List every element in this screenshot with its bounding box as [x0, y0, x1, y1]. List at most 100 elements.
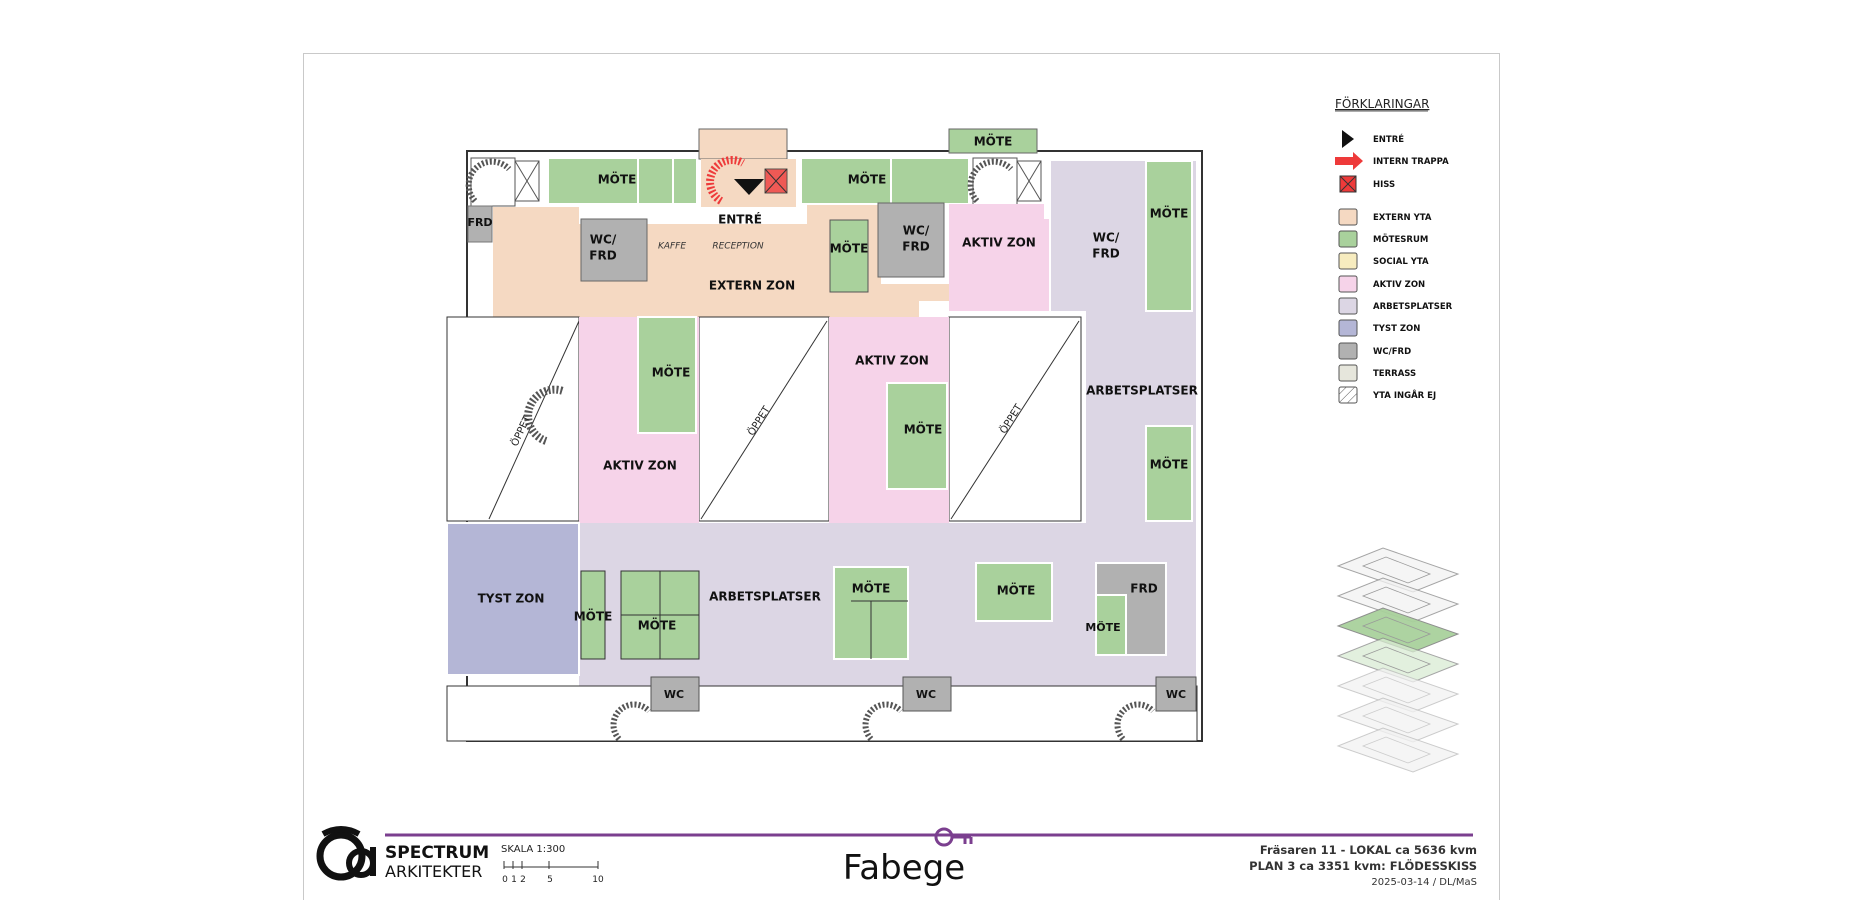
room-label-reception: RECEPTION: [712, 242, 764, 252]
room-label-wc: WC: [1166, 688, 1186, 701]
legend-item-mote: MÖTESRUM: [1338, 230, 1428, 248]
legend-swatch-aktiv: [1338, 275, 1358, 293]
spectrum-logo: [316, 826, 376, 881]
room-label-arbetsplatser: ARBETSPLATSER: [709, 590, 821, 604]
meeting-room: [637, 157, 674, 205]
meeting-room: [1145, 160, 1193, 312]
room-label-mote: MÖTE: [974, 134, 1013, 149]
floor-layer-outline: [1361, 616, 1432, 644]
legend-item-tyst: TYST ZON: [1338, 319, 1420, 337]
legend-item-wcfrd: WC/FRD: [1338, 342, 1411, 360]
legend-swatch-extern: [1338, 208, 1358, 226]
brand-subtitle: ARKITEKTER: [385, 862, 482, 881]
meeting-room: [580, 570, 606, 660]
room-label-wc: WC: [916, 688, 936, 701]
room-label-mote: MÖTE: [652, 365, 691, 380]
scale-tick-label: 10: [592, 875, 604, 885]
room-label-mote: MÖTE: [904, 422, 943, 437]
meeting-room: [672, 157, 698, 205]
meeting-room: [637, 316, 697, 434]
room-label-frd: FRD: [589, 249, 616, 263]
legend-item-extern: EXTERN YTA: [1338, 208, 1432, 226]
tyst-zone-area: [446, 522, 580, 676]
room-label-mote: MÖTE: [638, 618, 677, 633]
room-label-mote: MÖTE: [1150, 206, 1189, 221]
entrance-arrow-icon: [734, 179, 764, 195]
key-icon: [934, 827, 973, 847]
floor-layer-outline: [1361, 586, 1432, 614]
floor-plan-drawing: MÖTE MÖTE MÖTE MÖTE MÖTE MÖTE MÖTE MÖTE …: [316, 95, 1477, 888]
scale-tick-label: 1: [511, 875, 517, 885]
room-label-frd: FRD: [1130, 582, 1157, 596]
room-label-frd: FRD: [902, 240, 929, 254]
room-label-mote: MÖTE: [1150, 457, 1189, 472]
project-plan: PLAN 3 ca 3351 kvm: FLÖDESSKISS: [1249, 858, 1477, 873]
room-label-tyst-zon: TYST ZON: [478, 592, 545, 606]
legend-item-aktiv: AKTIV ZON: [1338, 275, 1425, 293]
internal-stair: [706, 156, 745, 205]
legend-swatch-tyst: [1338, 319, 1358, 337]
legend-label: ARBETSPLATSER: [1373, 302, 1453, 312]
floor-layer-outline: [1361, 646, 1432, 674]
meeting-room: [829, 219, 869, 293]
room-label-frd: FRD: [1092, 247, 1119, 261]
void-area: [446, 316, 580, 522]
room-labels: MÖTE MÖTE MÖTE MÖTE MÖTE MÖTE MÖTE MÖTE …: [467, 134, 1197, 702]
floor-layer-outline: [1361, 676, 1432, 704]
entrance-arrow-icon: [1342, 130, 1354, 148]
room-label-mote: MÖTE: [852, 581, 891, 596]
title-block: SPECTRUM ARKITEKTER SKALA 1:300 0 1 2 5 …: [316, 826, 1477, 888]
room-label-mote: MÖTE: [1085, 620, 1120, 634]
room-label-frd: FRD: [467, 216, 492, 229]
legend-label: YTA INGÅR EJ: [1372, 390, 1436, 401]
room-label-arbetsplatser: ARBETSPLATSER: [1086, 384, 1198, 398]
legend-swatch-terrass: [1338, 364, 1358, 382]
meeting-room: [890, 157, 970, 205]
client-logo: Fabege: [843, 848, 965, 888]
meeting-room: [975, 562, 1053, 622]
meeting-room: [1145, 425, 1193, 522]
legend-label: TERRASS: [1373, 369, 1416, 379]
wc-room: [1155, 676, 1197, 712]
service-strip: [446, 685, 1198, 742]
room-label-mote: MÖTE: [598, 172, 637, 187]
legend-swatch-social: [1338, 252, 1358, 270]
hatch-icon: [1338, 386, 1358, 404]
wc-frd-block: [877, 202, 945, 278]
room-label-entre: ENTRÉ: [718, 212, 762, 227]
legend-item-ejyta: YTA INGÅR EJ: [1338, 386, 1436, 404]
legend-label: MÖTESRUM: [1373, 234, 1428, 245]
scale-tick-label: 5: [547, 875, 553, 885]
legend-item-hiss: HISS: [1339, 175, 1395, 193]
wc-room: [650, 676, 700, 712]
legend-item-trappa: INTERN TRAPPA: [1335, 152, 1449, 170]
room-label-mote: MÖTE: [848, 172, 887, 187]
meeting-room: [800, 157, 892, 205]
room-label-aktiv-zon: AKTIV ZON: [855, 354, 929, 368]
legend-label: INTERN TRAPPA: [1373, 157, 1449, 167]
legend-swatch-mote: [1338, 230, 1358, 248]
brand-name: SPECTRUM: [385, 843, 489, 863]
stair-arrow-icon: [1335, 152, 1363, 170]
legend-swatch-arbets: [1338, 297, 1358, 315]
room-label-mote: MÖTE: [997, 583, 1036, 598]
room-label-aktiv-zon: AKTIV ZON: [962, 236, 1036, 250]
room-label-wc: WC/: [903, 224, 930, 238]
scale-bar: 0 1 2 5 10: [502, 861, 604, 885]
legend-item-social: SOCIAL YTA: [1338, 252, 1429, 270]
legend-item-entre: ENTRÉ: [1342, 130, 1404, 148]
legend-swatch-wcfrd: [1338, 342, 1358, 360]
legend-label: EXTERN YTA: [1373, 213, 1432, 223]
project-date: 2025-03-14 / DL/MaS: [1371, 877, 1477, 888]
room-label-mote: MÖTE: [830, 241, 869, 256]
aktiv-zone-area: [949, 204, 1049, 311]
meeting-room-balcony: [948, 128, 1038, 154]
room-label-wc: WC: [664, 688, 684, 701]
legend-item-arbets: ARBETSPLATSER: [1338, 297, 1453, 315]
entrance-canopy: [698, 128, 788, 160]
legend-label: SOCIAL YTA: [1373, 257, 1429, 267]
room-label-wc: WC/: [590, 233, 617, 247]
room-label-aktiv-zon: AKTIV ZON: [603, 459, 677, 473]
floor-layer-outline: [1361, 736, 1432, 764]
